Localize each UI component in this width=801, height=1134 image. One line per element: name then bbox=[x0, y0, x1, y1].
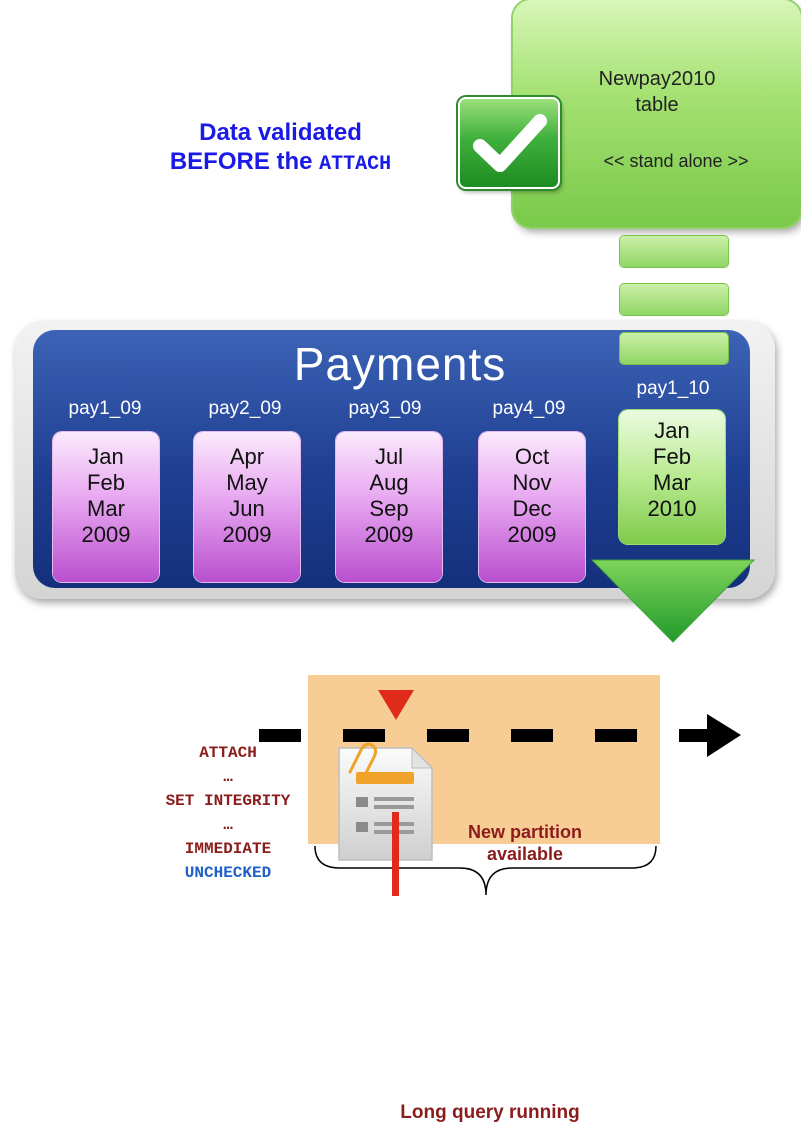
new-partition-line1: New partition bbox=[467, 822, 582, 842]
partition-year: 2009 bbox=[507, 522, 557, 547]
timeline-arrow-icon bbox=[679, 714, 741, 757]
connector-segment bbox=[620, 284, 728, 315]
partition-month: Jul bbox=[374, 444, 404, 469]
newpay-table-kind: table bbox=[635, 94, 679, 116]
check-icon bbox=[458, 97, 560, 189]
partition-box: Apr May Jun 2009 bbox=[194, 432, 300, 582]
partition-month: Mar bbox=[653, 470, 691, 495]
sql-line: … bbox=[223, 816, 233, 834]
partition-month: Jan bbox=[654, 418, 690, 443]
newpay-table-status: << stand alone >> bbox=[603, 151, 749, 171]
long-query-label: Long query running bbox=[400, 1102, 580, 1123]
partition-year: 2009 bbox=[364, 522, 414, 547]
brace-icon bbox=[314, 845, 657, 896]
sql-line: … bbox=[223, 768, 233, 786]
timeline-dash bbox=[343, 729, 385, 742]
partition-month: Apr bbox=[229, 444, 265, 469]
paperclip-icon bbox=[348, 742, 378, 779]
partition-label: pay1_10 bbox=[636, 378, 710, 399]
newpay-table-name: Newpay2010 bbox=[598, 68, 716, 90]
validation-caption-line2: BEFORE the ATTACH bbox=[169, 148, 392, 176]
timeline-dash bbox=[259, 729, 301, 742]
connector-segment bbox=[620, 236, 728, 267]
partition-month: Dec bbox=[512, 496, 552, 521]
connector-segment bbox=[620, 333, 728, 364]
partition-month: Jan bbox=[88, 444, 124, 469]
partition-month: Feb bbox=[653, 444, 691, 469]
timeline-dash bbox=[511, 729, 553, 742]
sql-line: ATTACH bbox=[199, 744, 257, 762]
sql-line: SET INTEGRITY bbox=[165, 792, 291, 810]
new-partition-line2: available bbox=[486, 844, 564, 864]
partition-label: pay4_09 bbox=[492, 398, 566, 419]
attach-keyword: ATTACH bbox=[319, 153, 392, 176]
sql-statement: ATTACH … SET INTEGRITY … IMMEDIATE UNCHE… bbox=[130, 741, 326, 885]
validation-caption: Data validated BEFORE the ATTACH bbox=[108, 118, 453, 179]
partition-month: Aug bbox=[369, 470, 409, 495]
partition-month: Mar bbox=[87, 496, 125, 521]
partition-box: Oct Nov Dec 2009 bbox=[479, 432, 585, 582]
partition-box: Jan Feb Mar 2009 bbox=[53, 432, 159, 582]
partition-month: Jun bbox=[229, 496, 265, 521]
timeline-dash bbox=[595, 729, 637, 742]
newpay-table: Newpay2010 table << stand alone >> bbox=[513, 0, 801, 227]
partition-month: May bbox=[226, 470, 268, 495]
sql-line: UNCHECKED bbox=[184, 864, 272, 882]
partition-box-new: Jan Feb Mar 2010 bbox=[619, 410, 725, 544]
partition-month: Feb bbox=[87, 470, 125, 495]
partition-label: pay3_09 bbox=[348, 398, 422, 419]
red-down-arrow bbox=[378, 690, 414, 896]
partition-year: 2009 bbox=[81, 522, 131, 547]
partition-label: pay2_09 bbox=[208, 398, 282, 419]
timeline-dash bbox=[427, 729, 469, 742]
partition-year: 2010 bbox=[647, 496, 697, 521]
payments-title: Payments bbox=[293, 338, 507, 390]
new-partition-label: New partition available bbox=[440, 821, 610, 865]
sql-line: IMMEDIATE bbox=[184, 840, 272, 858]
partition-year: 2009 bbox=[222, 522, 272, 547]
partition-month: Nov bbox=[512, 470, 552, 495]
partition-month: Sep bbox=[369, 496, 409, 521]
partition-month: Oct bbox=[514, 444, 550, 469]
partition-label: pay1_09 bbox=[68, 398, 142, 419]
partition-box: Jul Aug Sep 2009 bbox=[336, 432, 442, 582]
validation-caption-line1: Data validated bbox=[199, 119, 362, 146]
